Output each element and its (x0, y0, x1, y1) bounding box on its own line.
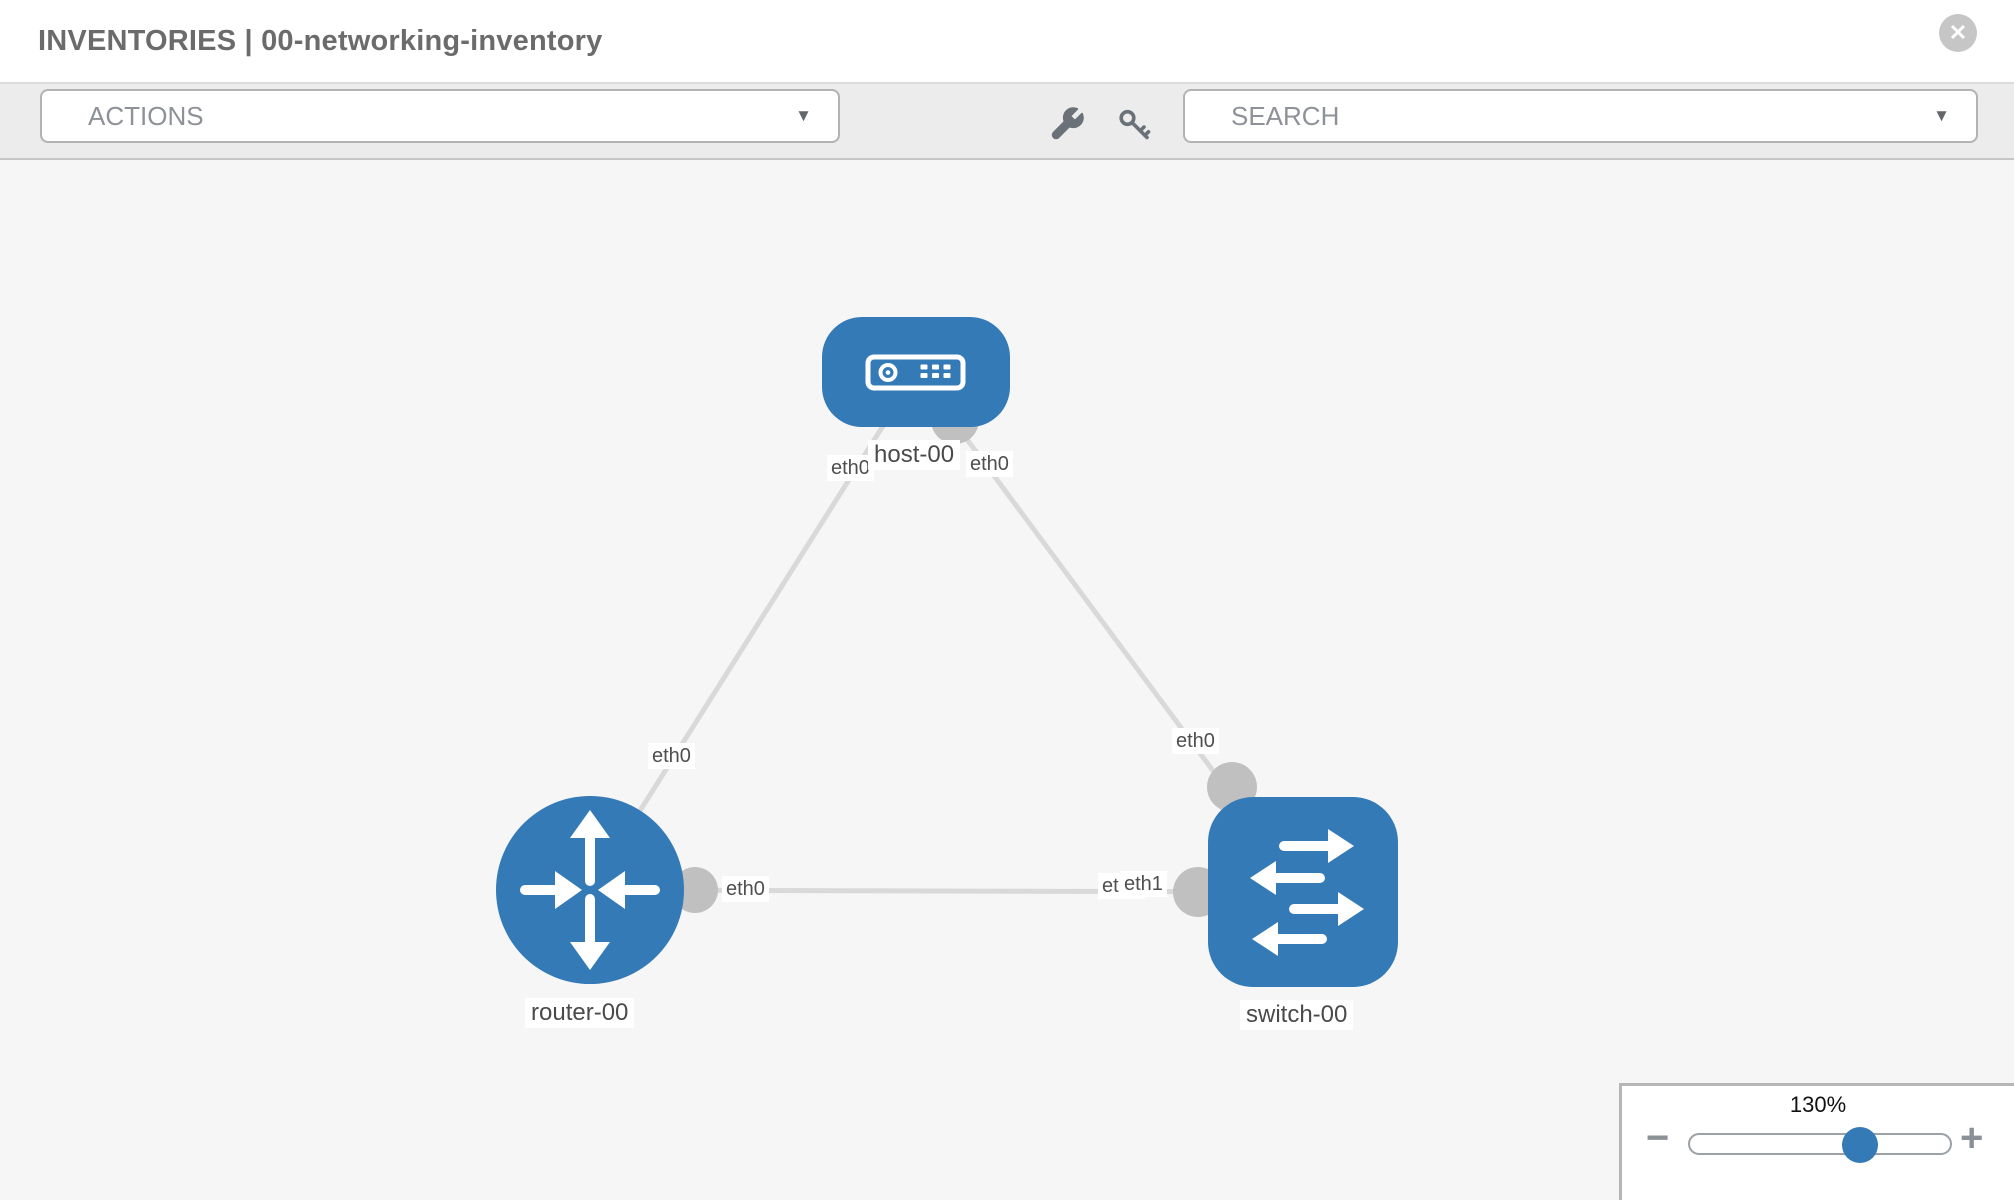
zoom-out-button[interactable]: − (1646, 1116, 1669, 1160)
node-label-host: host-00 (868, 440, 961, 470)
interface-label: eth0 (1172, 728, 1219, 754)
search-dropdown[interactable]: SEARCH ▼ (1183, 89, 1978, 143)
port-router-right (672, 867, 718, 913)
zoom-slider-thumb[interactable] (1842, 1127, 1878, 1163)
wrench-icon (1051, 107, 1084, 140)
zoom-in-button[interactable]: + (1960, 1116, 1983, 1160)
actions-dropdown[interactable]: ACTIONS ▼ (40, 89, 840, 143)
interface-label: eth0 (827, 455, 874, 481)
host-icon (865, 354, 966, 391)
header-bar: INVENTORIES | 00-networking-inventory ✕ (0, 0, 2014, 84)
chevron-down-icon: ▼ (795, 106, 812, 125)
router-icon (520, 810, 660, 970)
interface-label: eth1 (1120, 871, 1167, 897)
switch-icon (1250, 829, 1364, 956)
credentials-button[interactable] (1113, 102, 1157, 146)
zoom-level: 130% (1789, 1092, 1847, 1117)
search-dropdown-label: SEARCH (1231, 101, 1340, 131)
configure-button[interactable] (1045, 102, 1089, 146)
node-switch[interactable] (1208, 797, 1398, 987)
minus-icon: − (1646, 1116, 1670, 1160)
close-button[interactable]: ✕ (1939, 14, 1977, 52)
actions-dropdown-label: ACTIONS (88, 101, 204, 131)
key-icon (1119, 109, 1151, 140)
interface-ports (672, 396, 1257, 917)
zoom-slider-track[interactable] (1688, 1127, 1952, 1163)
interface-label: eth0 (966, 451, 1013, 477)
interface-label: eth0 (648, 743, 695, 769)
interface-label: eth0 (722, 876, 769, 902)
chevron-down-icon: ▼ (1933, 106, 1950, 125)
toolbar: ACTIONS ▼ SEARCH ▼ (0, 84, 2014, 160)
node-host[interactable] (822, 317, 1010, 427)
node-label-router: router-00 (525, 998, 635, 1028)
node-router[interactable] (496, 796, 684, 984)
zoom-control-panel: 130% − + (1619, 1083, 2014, 1200)
plus-icon: + (1960, 1116, 1984, 1160)
page-title: INVENTORIES | 00-networking-inventory (38, 25, 603, 57)
node-label-switch: switch-00 (1240, 1000, 1354, 1030)
topology-canvas[interactable]: eth0 host-00 eth0 eth0 eth0 eth0 eth0 et… (0, 160, 2014, 1200)
close-icon: ✕ (1948, 20, 1968, 45)
